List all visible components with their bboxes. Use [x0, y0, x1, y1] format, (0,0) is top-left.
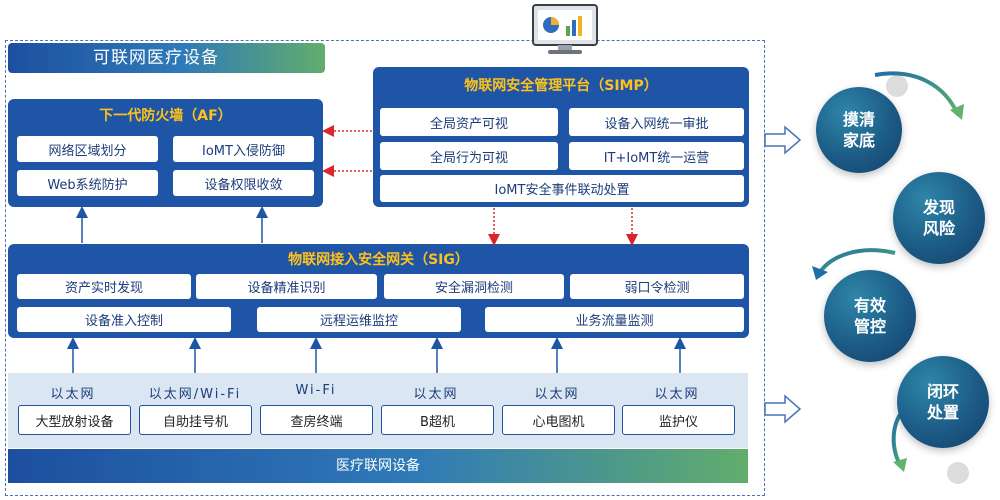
bottom-label: 医疗联网设备	[8, 449, 748, 483]
cycle-node-line: 管控	[853, 317, 886, 336]
sig-item: 弱口令检测	[570, 274, 744, 299]
firewall-item: 网络区域划分	[17, 136, 158, 162]
cycle-node-line: 处置	[926, 403, 959, 422]
device-box: 大型放射设备	[18, 405, 131, 435]
cycle-node: 发现风险	[893, 172, 985, 264]
simp-item: IT+IoMT统一运营	[569, 142, 744, 170]
monitor-chart-icon	[532, 4, 598, 54]
cycle-node: 有效管控	[824, 270, 916, 362]
device-box: 监护仪	[622, 405, 735, 435]
simp-item: 全局行为可视	[380, 142, 558, 170]
simp-item: 设备入网统一审批	[569, 108, 744, 136]
cycle-node: 摸清家底	[816, 87, 902, 173]
decor-dot	[947, 462, 969, 484]
connection-label: 以太网	[534, 387, 580, 402]
cycle-node-line: 发现	[922, 198, 955, 217]
device-box: 自助挂号机	[139, 405, 252, 435]
sig-item: 资产实时发现	[17, 274, 191, 299]
connection-label: Wi-Fi	[295, 383, 337, 398]
arrow-right-icon	[764, 394, 802, 424]
sig-panel: 物联网接入安全网关（SIG） 资产实时发现 设备精准识别 安全漏洞检测 弱口令检…	[8, 244, 749, 338]
page-title: 可联网医疗设备	[8, 43, 325, 73]
sig-item: 安全漏洞检测	[384, 274, 564, 299]
cycle-node-line: 闭环	[926, 382, 959, 401]
sig-item: 远程运维监控	[257, 307, 461, 332]
cycle-node-line: 摸清	[842, 110, 875, 129]
diagram-frame	[5, 40, 765, 496]
connection-label: 以太网	[654, 387, 700, 402]
firewall-title: 下一代防火墙（AF）	[99, 108, 232, 124]
simp-item: 全局资产可视	[380, 108, 558, 136]
simp-wide-item: IoMT安全事件联动处置	[380, 175, 744, 202]
cycle-node-line: 风险	[922, 219, 955, 238]
cycle-node-line: 家底	[842, 131, 875, 150]
connection-label: 以太网/Wi-Fi	[148, 387, 242, 402]
simp-title: 物联网安全管理平台（SIMP）	[464, 78, 658, 94]
firewall-item: 设备权限收敛	[173, 170, 314, 196]
simp-panel: 物联网安全管理平台（SIMP） 全局资产可视 设备入网统一审批 全局行为可视 I…	[373, 67, 749, 207]
sig-item: 设备精准识别	[196, 274, 377, 299]
firewall-item: Web系统防护	[17, 170, 158, 196]
sig-item: 业务流量监测	[485, 307, 744, 332]
sig-item: 设备准入控制	[17, 307, 231, 332]
decor-dot	[886, 75, 908, 97]
firewall-panel: 下一代防火墙（AF） 网络区域划分 IoMT入侵防御 Web系统防护 设备权限收…	[8, 99, 323, 207]
arrow-right-icon	[764, 125, 802, 155]
firewall-item: IoMT入侵防御	[173, 136, 314, 162]
device-box: 心电图机	[502, 405, 615, 435]
sig-title: 物联网接入安全网关（SIG）	[288, 252, 469, 268]
cycle-node: 闭环处置	[897, 356, 989, 448]
cycle-node-line: 有效	[853, 296, 886, 315]
device-box: B超机	[381, 405, 494, 435]
connection-label: 以太网	[50, 387, 96, 402]
device-box: 查房终端	[260, 405, 373, 435]
connection-label: 以太网	[413, 387, 459, 402]
